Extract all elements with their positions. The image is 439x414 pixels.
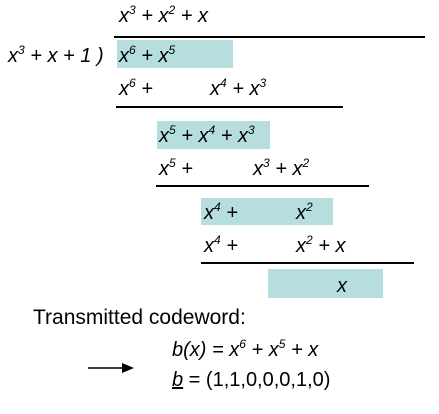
step3-rule	[201, 262, 414, 264]
transmitted-label: Transmitted codeword:	[33, 306, 246, 329]
step3-subtrahend: x4 +	[204, 233, 238, 257]
codeword-polynomial: b(x) = x6 + x5 + x	[172, 337, 319, 361]
arrow-icon	[88, 363, 134, 373]
dividend: x6 + x5	[119, 43, 176, 67]
dividend-highlight	[117, 40, 233, 68]
remainder2-highlight	[201, 198, 333, 225]
step1-subtrahend: x6 +	[119, 76, 153, 100]
step1-rule	[116, 106, 343, 108]
step2-rule	[156, 185, 369, 187]
final-remainder: x	[337, 275, 347, 297]
step2-subtrahend-rest: x3 + x2	[253, 156, 310, 180]
remainder2: x4 +	[204, 200, 238, 224]
remainder2-rest: x2	[296, 200, 313, 224]
step1-subtrahend-rest: x4 + x3	[210, 76, 267, 100]
division-bar	[114, 36, 425, 38]
remainder1-highlight	[157, 121, 270, 149]
divisor: x3 + x + 1 )	[8, 43, 104, 67]
quotient: x3 + x2 + x	[119, 3, 208, 27]
codeword-vector: b = (1,1,0,0,0,1,0)	[172, 369, 331, 391]
step3-subtrahend-rest: x2 + x	[296, 233, 346, 257]
step2-subtrahend: x5 +	[159, 156, 193, 180]
final-remainder-highlight	[268, 269, 383, 298]
remainder1: x5 + x4 + x3	[159, 123, 255, 147]
